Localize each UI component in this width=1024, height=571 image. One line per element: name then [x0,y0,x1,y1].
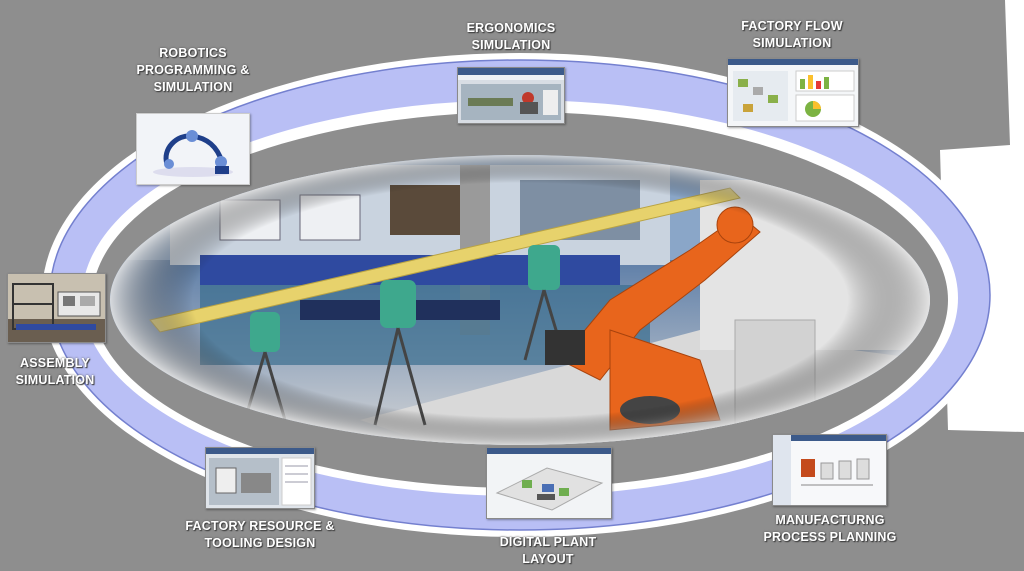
tooling-screenshot-icon [206,448,314,508]
planning-thumbnail[interactable] [772,434,887,506]
assembly-thumbnail[interactable] [7,273,106,343]
process-planning-screenshot-icon [773,435,886,505]
factory-flow-thumbnail[interactable] [727,58,859,127]
flow-chart-screenshot-icon [728,59,858,126]
layout-thumbnail[interactable] [486,447,612,519]
label-tooling: FACTORY RESOURCE & TOOLING DESIGN [185,519,335,550]
robot-arm-image-icon [137,114,249,184]
label-layout: DIGITAL PLANT LAYOUT [499,535,597,566]
assembly-rack-image-icon [8,274,105,342]
ergonomics-screenshot-icon [458,68,564,123]
label-robotics: ROBOTICS PROGRAMMING & SIMULATION [136,46,250,94]
label-assembly: ASSEMBLY SIMULATION [15,356,95,387]
plant-layout-screenshot-icon [487,448,611,518]
robotics-thumbnail[interactable] [136,113,250,185]
tooling-thumbnail[interactable] [205,447,315,509]
label-factory-flow: FACTORY FLOW SIMULATION [741,19,843,50]
label-planning: MANUFACTURNG PROCESS PLANNING [763,513,897,544]
label-ergonomics: ERGONOMICS SIMULATION [466,21,556,52]
ergonomics-thumbnail[interactable] [457,67,565,124]
